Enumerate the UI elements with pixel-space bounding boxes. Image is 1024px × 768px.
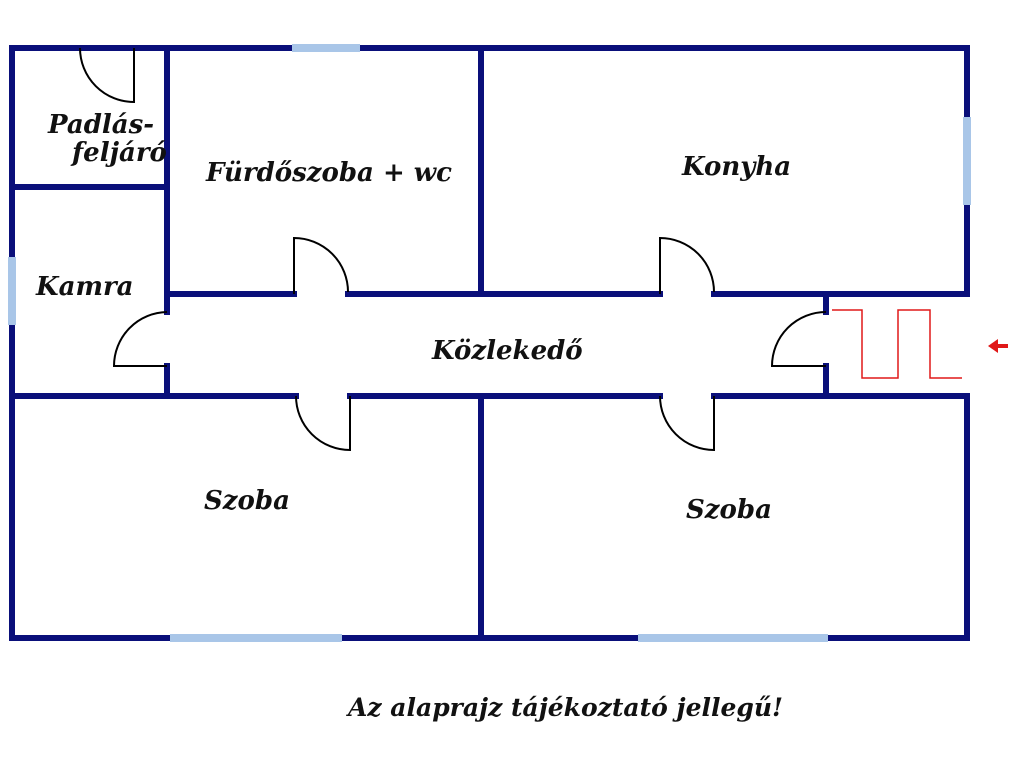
label-pantry: Kamra [35,272,134,302]
windows [8,44,971,642]
arrow-left-icon [988,339,1008,353]
window-top [292,44,360,52]
label-room-left: Szoba [204,486,290,516]
window-left [8,257,16,325]
door-attic [79,47,135,104]
label-attic-line2: feljáró [70,138,167,168]
door-pantry [112,311,168,367]
staircase-icon [832,309,962,379]
disclaimer-caption: Az alaprajz tájékoztató jellegű! [346,693,783,722]
window-right [963,117,971,205]
window-bottom-right [638,634,828,642]
window-bottom-left [170,634,342,642]
door-kitchen [659,236,715,294]
door-bathroom [293,236,349,294]
door-stair [770,311,827,367]
label-bathroom: Fürdőszoba + wc [205,158,452,188]
label-room-right: Szoba [686,495,772,525]
doors [79,47,827,452]
door-room-left [295,395,351,452]
label-attic-line1: Padlás- [47,110,154,140]
label-kitchen: Konyha [681,152,791,182]
door-room-right [659,395,715,452]
label-corridor: Közlekedő [431,336,583,366]
